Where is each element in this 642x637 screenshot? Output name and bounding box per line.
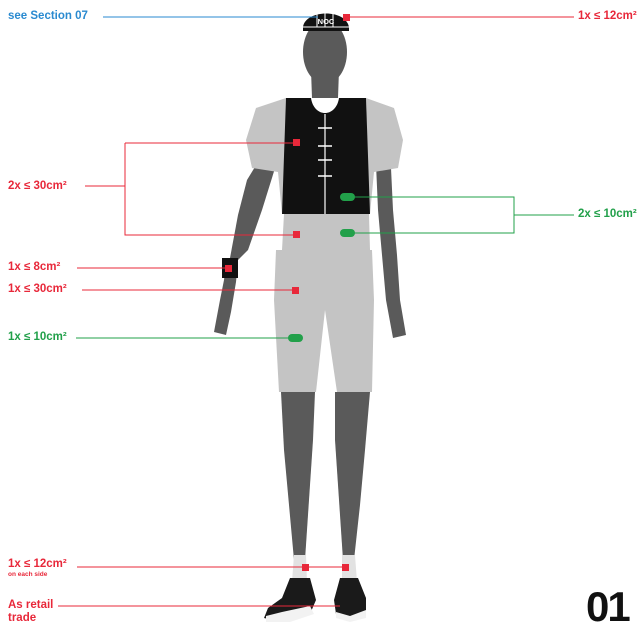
shoes-label: As retail trade xyxy=(8,599,53,625)
torso-top-marker xyxy=(293,139,300,146)
hip-label: 1x ≤ 30cm² xyxy=(8,283,67,296)
thigh-label: 1x ≤ 10cm² xyxy=(8,331,67,344)
side-lower-marker xyxy=(340,229,355,237)
shoes-line-1: As retail xyxy=(8,599,53,612)
page-number: 01 xyxy=(586,586,629,628)
sock-right-marker xyxy=(342,564,349,571)
cap-marker xyxy=(343,14,350,21)
socks-note: on each side xyxy=(8,571,67,579)
wrist-marker xyxy=(225,265,232,272)
sock-left-marker xyxy=(302,564,309,571)
wrist-label: 1x ≤ 8cm² xyxy=(8,261,60,274)
socks-label: 1x ≤ 12cm² on each side xyxy=(8,558,67,579)
cap-section-label: see Section 07 xyxy=(8,10,88,23)
side-label: 2x ≤ 10cm² xyxy=(578,208,637,221)
cap-logo-label: 1x ≤ 12cm² xyxy=(578,10,637,23)
torso-bottom-marker xyxy=(293,231,300,238)
hip-marker xyxy=(292,287,299,294)
shoes-line-2: trade xyxy=(8,612,53,625)
shorts xyxy=(274,250,374,392)
thigh-marker xyxy=(288,334,303,342)
torso-label: 2x ≤ 30cm² xyxy=(8,180,67,193)
socks-size: 1x ≤ 12cm² xyxy=(8,558,67,570)
shoes xyxy=(264,578,366,622)
cap-logo-text: NOC xyxy=(318,17,335,26)
side-upper-marker xyxy=(340,193,355,201)
